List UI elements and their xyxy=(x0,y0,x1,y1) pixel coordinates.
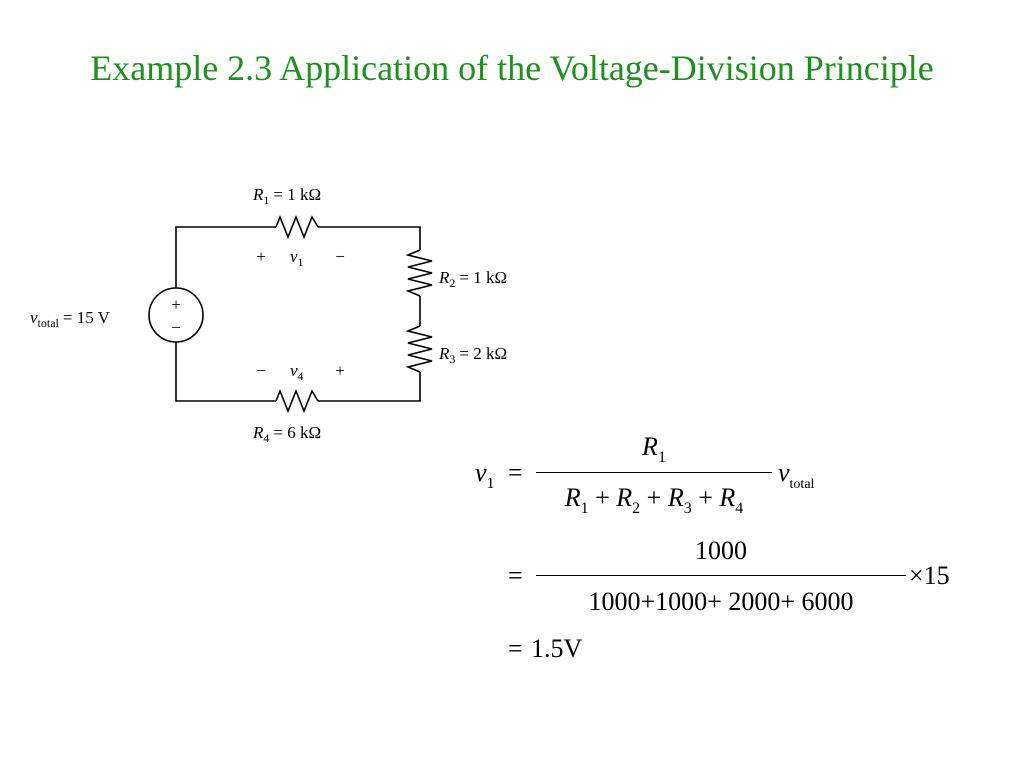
v4-minus-sign: − xyxy=(256,361,266,380)
slide-title: Example 2.3 Application of the Voltage-D… xyxy=(90,48,934,88)
wire-top-right xyxy=(318,226,421,250)
r4-label: R4= 6 kΩ xyxy=(252,423,321,445)
v4-plus-sign: + xyxy=(335,361,345,380)
r1-label: R1= 1 kΩ xyxy=(252,185,321,207)
equation-lhs: v1 xyxy=(475,458,495,492)
source-plus-sign: + xyxy=(171,295,181,314)
v1-minus-sign: − xyxy=(335,247,345,266)
fraction2-denominator: 1000+1000+ 2000+ 6000 xyxy=(588,587,854,616)
r3-resistor xyxy=(405,325,433,373)
factor-vtotal: vtotal xyxy=(778,458,815,492)
voltage-source xyxy=(148,287,204,343)
wire-bottom-right xyxy=(318,372,421,402)
fraction1-denominator: R1 + R2 + R3 + R4 xyxy=(564,483,744,517)
equation-equals-2: = xyxy=(508,561,523,590)
v1-label: v1 xyxy=(290,247,304,269)
r4-resistor xyxy=(275,388,319,414)
source-minus-sign: − xyxy=(171,318,181,337)
r3-label: R3= 2 kΩ xyxy=(438,344,507,366)
fraction2-bar xyxy=(536,575,906,576)
wire-bottom-left xyxy=(175,342,276,402)
fraction1-bar xyxy=(536,472,772,473)
source-label: vtotal= 15 V xyxy=(30,308,111,330)
v1-plus-sign: + xyxy=(256,247,266,266)
r2-label: R2= 1 kΩ xyxy=(438,268,507,290)
fraction1-numerator: R1 xyxy=(642,432,666,466)
multiplier: ×15 xyxy=(909,561,950,590)
r2-resistor xyxy=(405,249,433,297)
fraction2-numerator: 1000 xyxy=(695,536,747,565)
r1-resistor xyxy=(275,214,319,240)
equation-equals-3: = xyxy=(508,634,523,663)
result-value: 1.5V xyxy=(531,634,583,663)
v4-label: v4 xyxy=(290,361,304,383)
equation-equals-1: = xyxy=(508,458,523,487)
